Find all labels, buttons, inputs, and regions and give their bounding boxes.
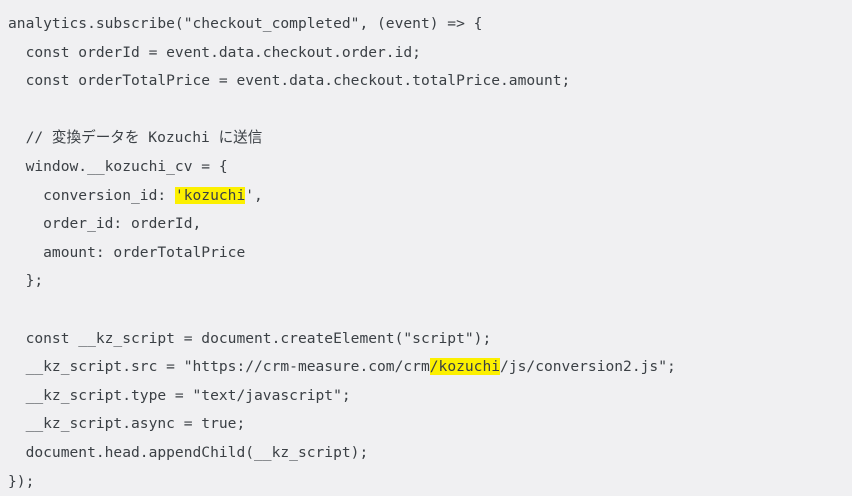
code-line: order_id: orderId, [8,210,852,239]
code-line: const orderId = event.data.checkout.orde… [8,39,852,68]
code-text: analytics.subscribe("checkout_completed"… [8,15,482,32]
highlighted-token[interactable]: /kozuchi [430,358,500,375]
code-line: __kz_script.type = "text/javascript"; [8,382,852,411]
code-line: __kz_script.async = true; [8,410,852,439]
code-text: conversion_id: [8,187,175,204]
code-text: document.head.appendChild(__kz_script); [8,444,368,461]
code-text: ', [245,187,263,204]
code-line: }; [8,267,852,296]
code-line: // 変換データを Kozuchi に送信 [8,124,852,153]
code-text: /js/conversion2.js"; [500,358,676,375]
code-line: const orderTotalPrice = event.data.check… [8,67,852,96]
code-text: const orderTotalPrice = event.data.check… [8,72,570,89]
code-text: const orderId = event.data.checkout.orde… [8,44,421,61]
code-line: conversion_id: 'kozuchi', [8,182,852,211]
code-text: __kz_script.type = "text/javascript"; [8,387,351,404]
code-text: amount: orderTotalPrice [8,244,245,261]
code-line: amount: orderTotalPrice [8,239,852,268]
code-line: window.__kozuchi_cv = { [8,153,852,182]
code-text: window.__kozuchi_cv = { [8,158,228,175]
highlighted-token[interactable]: 'kozuchi [175,187,245,204]
code-line-blank [8,96,852,125]
code-line: __kz_script.src = "https://crm-measure.c… [8,353,852,382]
code-line: analytics.subscribe("checkout_completed"… [8,10,852,39]
code-text: }); [8,473,34,490]
code-line: const __kz_script = document.createEleme… [8,325,852,354]
code-text: order_id: orderId, [8,215,201,232]
code-line-blank [8,296,852,325]
code-text: const __kz_script = document.createEleme… [8,330,491,347]
code-text: __kz_script.src = "https://crm-measure.c… [8,358,430,375]
code-text: // 変換データを Kozuchi に送信 [8,129,262,146]
code-line: }); [8,468,852,496]
code-text: }; [8,272,43,289]
code-text: __kz_script.async = true; [8,415,245,432]
code-line: document.head.appendChild(__kz_script); [8,439,852,468]
